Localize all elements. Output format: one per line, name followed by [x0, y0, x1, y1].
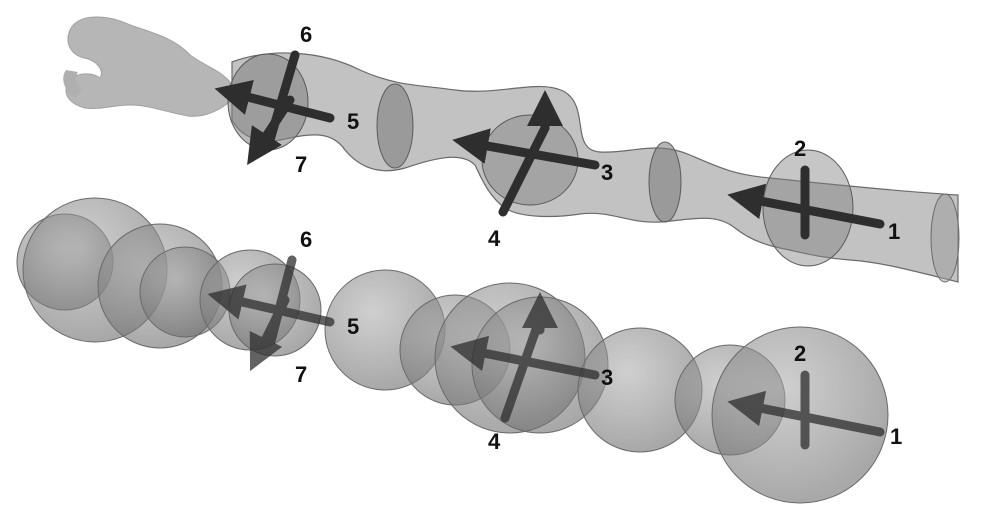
joint-label-6: 6 [300, 22, 312, 47]
top-panel: 1 2 3 4 5 6 7 [63, 16, 960, 283]
joint-label-2: 2 [794, 136, 806, 161]
joint-label-3: 3 [601, 365, 613, 390]
collision-spheres [16, 197, 889, 504]
joint-label-7: 7 [295, 152, 307, 177]
joint-label-6: 6 [300, 227, 312, 252]
joint-label-3: 3 [601, 160, 613, 185]
link-ring [376, 83, 414, 169]
joint-label-1: 1 [890, 424, 902, 449]
joint-label-4: 4 [488, 429, 501, 454]
link-ring [930, 193, 960, 283]
joint-label-5: 5 [347, 109, 359, 134]
axis-arrows [214, 50, 885, 240]
axis-arrows [207, 255, 885, 450]
joint-label-4: 4 [488, 226, 501, 251]
joint-label-2: 2 [794, 341, 806, 366]
bottom-panel: 1 2 3 4 5 6 7 [16, 197, 902, 504]
joint-label-7: 7 [295, 362, 307, 387]
joint-label-5: 5 [347, 314, 359, 339]
link-ring [648, 141, 682, 223]
joint-label-1: 1 [888, 219, 900, 244]
hand-mesh [63, 16, 233, 117]
